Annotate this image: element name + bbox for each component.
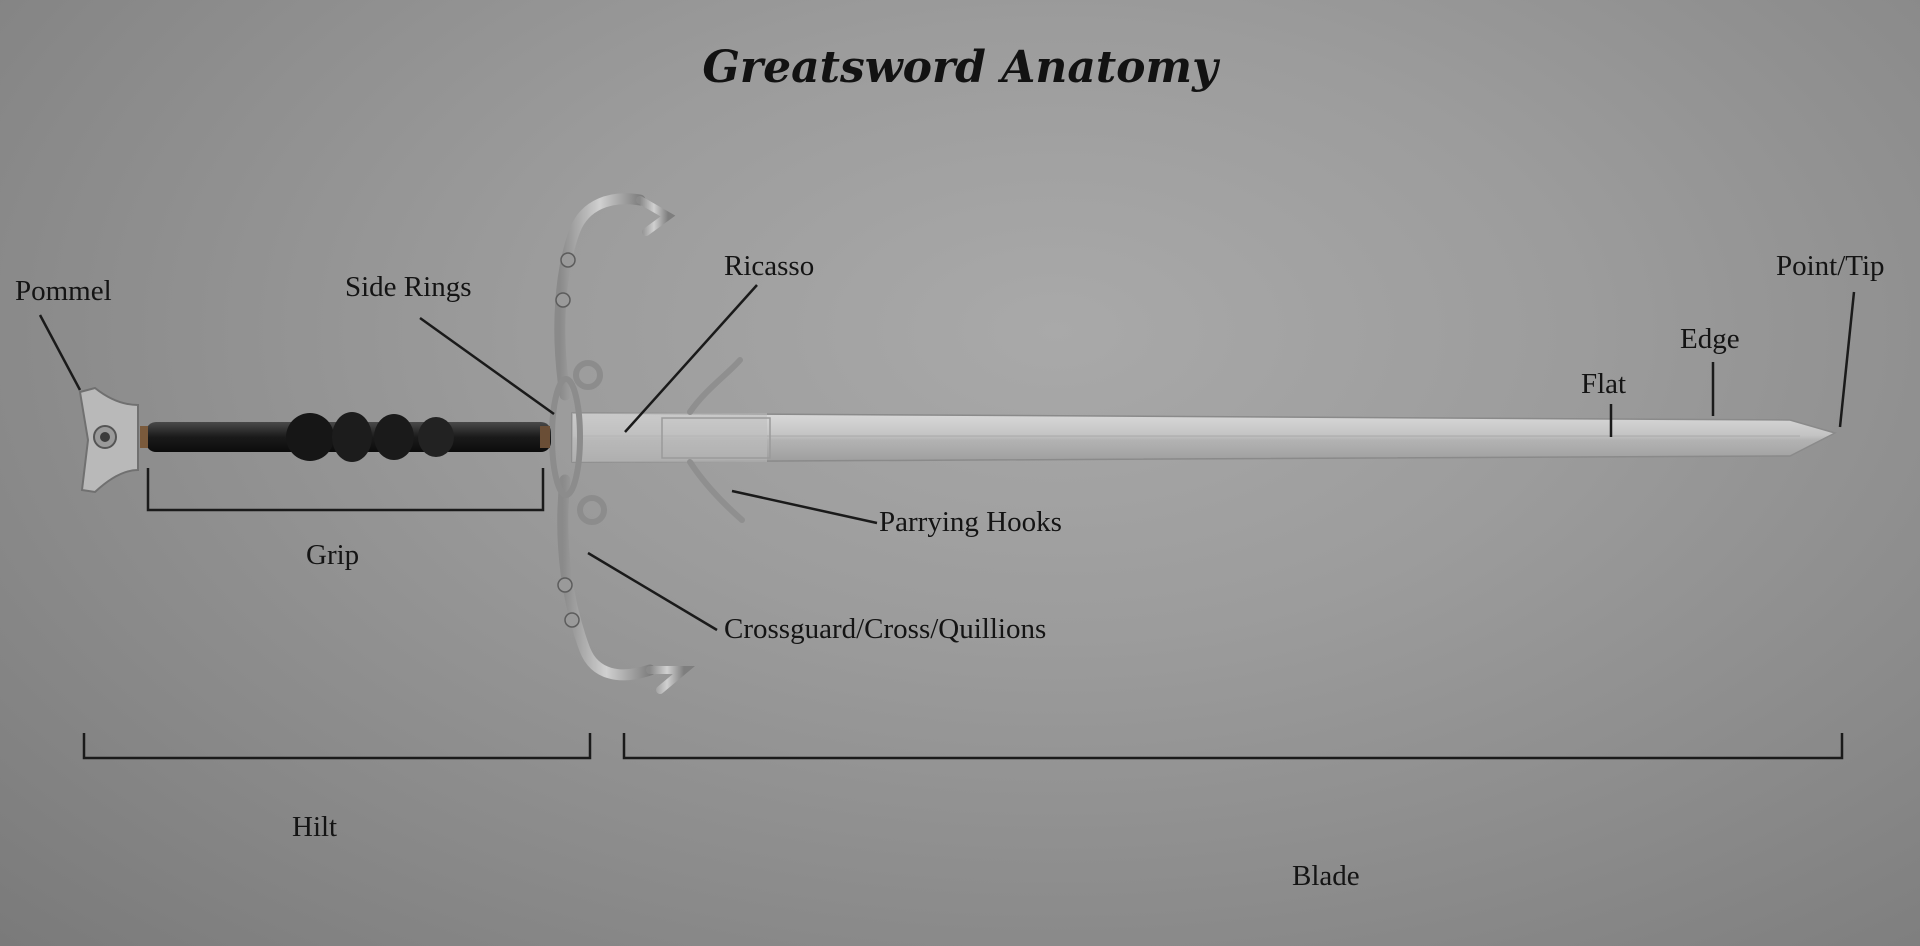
label-pommel: Pommel	[15, 275, 112, 307]
label-edge: Edge	[1680, 323, 1740, 355]
blade-bracket	[622, 733, 1844, 760]
label-crossguard: Crossguard/Cross/Quillions	[724, 613, 1047, 645]
side-rings-shape	[549, 360, 607, 525]
label-ricasso: Ricasso	[724, 250, 815, 282]
page-title: Greatsword Anatomy	[702, 42, 1218, 93]
point-tip-leader	[1838, 291, 1856, 428]
label-hilt: Hilt	[292, 811, 338, 843]
parrying-hooks-leader	[731, 489, 878, 525]
crossguard-shape	[554, 193, 696, 694]
hilt-bracket	[82, 733, 592, 760]
parrying-hooks-shape	[687, 357, 745, 523]
side-rings-leader	[419, 316, 555, 416]
label-flat: Flat	[1581, 368, 1627, 400]
ricasso-leader	[624, 284, 758, 433]
crossguard-knobs	[555, 252, 580, 628]
crossguard-leader	[587, 551, 718, 632]
pommel-leader	[38, 314, 82, 391]
label-grip: Grip	[306, 539, 360, 571]
grip-bracket	[146, 468, 545, 512]
grip-shape	[140, 412, 551, 462]
pommel-shape	[78, 386, 139, 494]
ricasso-shape	[572, 413, 767, 462]
label-blade: Blade	[1292, 860, 1360, 892]
leader-lines	[38, 284, 1856, 760]
engraving	[661, 417, 771, 459]
label-point-tip: Point/Tip	[1776, 250, 1885, 282]
blade-shape	[571, 412, 1838, 463]
label-side-rings: Side Rings	[345, 271, 472, 303]
label-parrying-hooks: Parrying Hooks	[879, 506, 1062, 538]
